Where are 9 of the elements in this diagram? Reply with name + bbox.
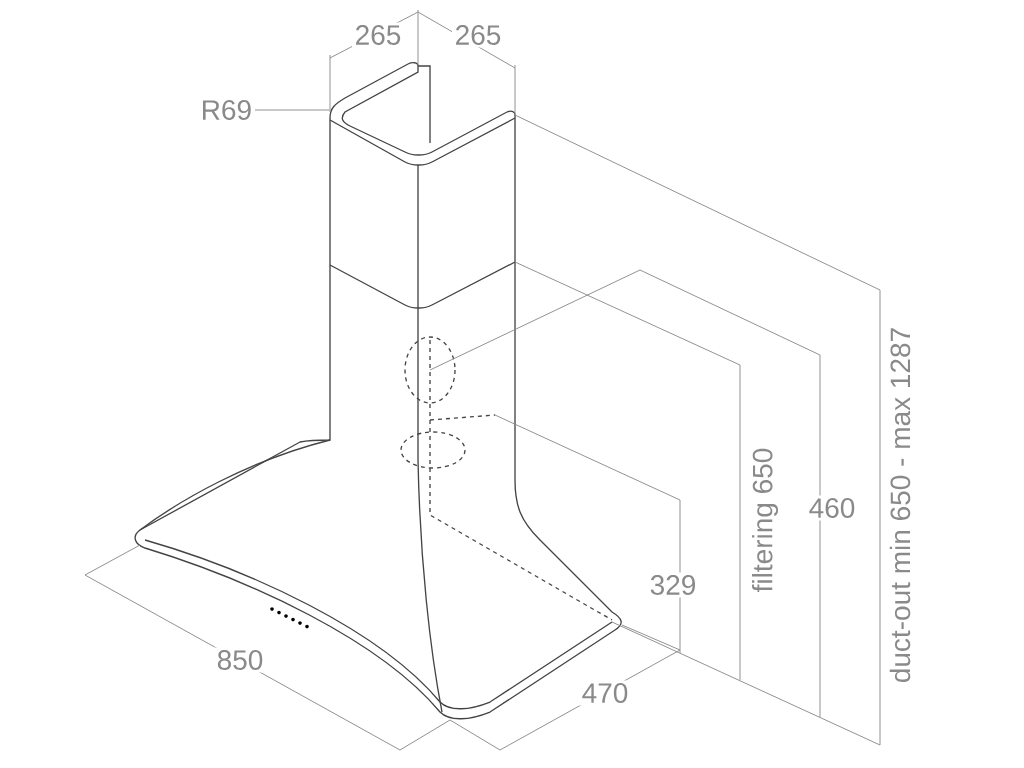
dimension-label: 265 — [352, 22, 405, 48]
dimension-label: duct-out min 650 - max 1287 — [887, 324, 913, 686]
dimension-label: 850 — [214, 647, 267, 673]
dimension-label: 329 — [647, 572, 700, 598]
dimension-label: filtering 650 — [749, 444, 781, 596]
dimension-label: 265 — [452, 22, 505, 48]
dimension-label: 470 — [579, 680, 632, 706]
leader-line — [254, 109, 330, 111]
dimension-label: 460 — [806, 495, 859, 521]
